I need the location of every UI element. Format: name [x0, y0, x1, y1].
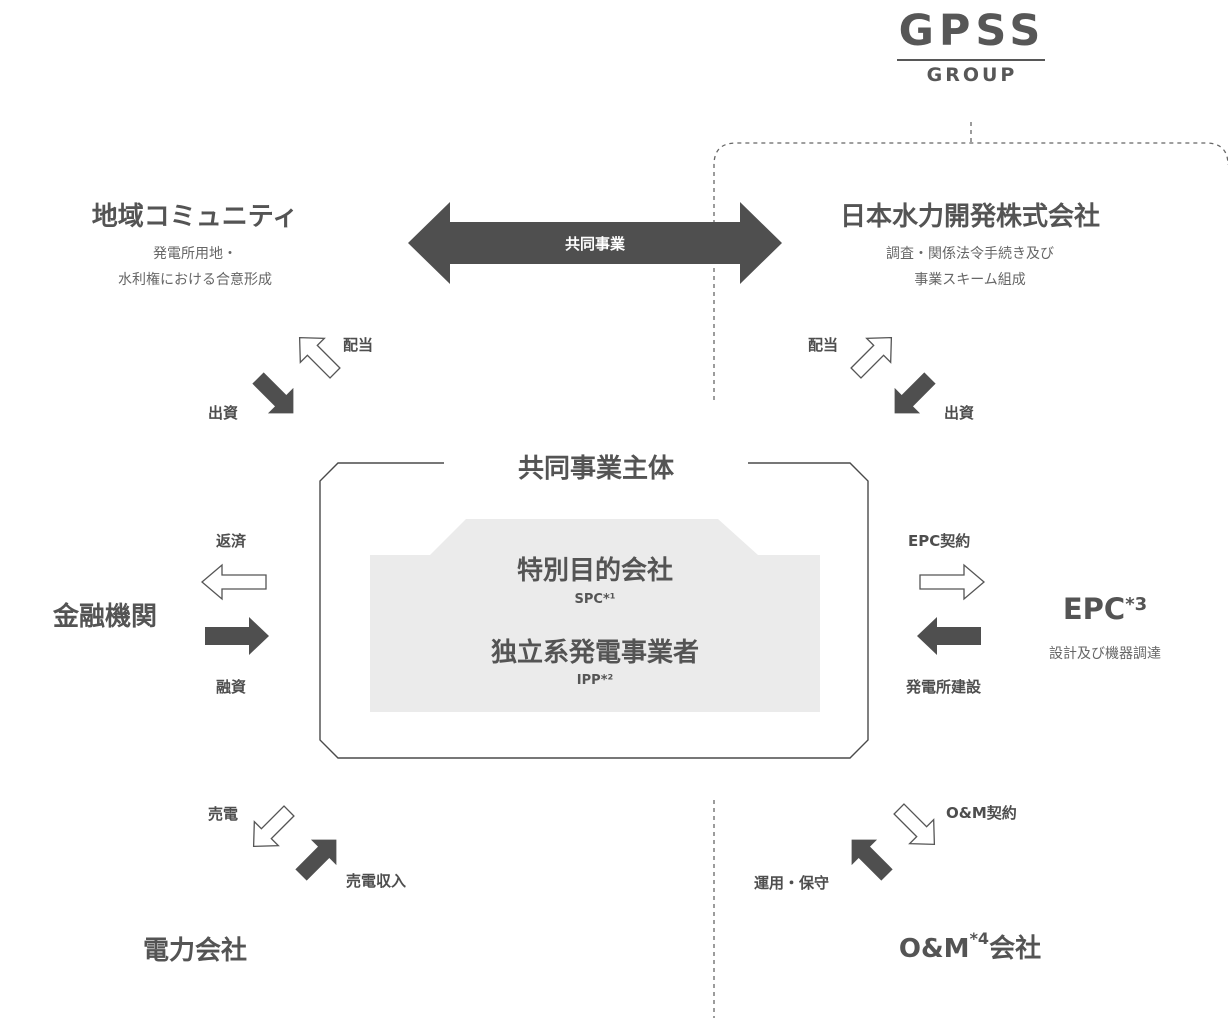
epc-sub: 設計及び機器調達: [1049, 646, 1161, 662]
community-investment-arrow: [252, 372, 294, 414]
community-dividend-label: 配当: [343, 336, 374, 354]
group-frame-top: [713, 142, 1228, 400]
ipp-note: IPP*²: [576, 673, 614, 688]
community-title: 地域コミュニティ: [91, 202, 299, 232]
epc-title-wrap: EPC*3: [1030, 592, 1180, 626]
ipp-title: 独立系発電事業者: [490, 638, 699, 668]
jpower-title: 日本水力開発株式会社: [839, 202, 1100, 232]
jpower-sub1: 調査・関係法令手続き及び: [886, 246, 1054, 262]
epc-build-label: 発電所建設: [906, 678, 982, 696]
power-revenue-label: 売電収入: [346, 872, 407, 890]
spc-note: SPC*¹: [574, 592, 616, 607]
om-suffix: 会社: [989, 934, 1042, 964]
community-sub2: 水利権における合意形成: [118, 272, 272, 288]
logo-sub: GROUP: [926, 64, 1018, 86]
jpower-investment-arrow: [894, 372, 936, 414]
power-company-title: 電力会社: [142, 936, 247, 966]
joint-entity-frame: [319, 462, 869, 759]
finance-loan-arrow: [205, 617, 269, 655]
om-operate-label: 運用・保守: [754, 874, 830, 892]
epc-title: EPC: [1062, 592, 1126, 626]
finance-repay-label: 返済: [216, 532, 247, 550]
spc-title: 特別目的会社: [516, 556, 673, 586]
logo-main: GPSS: [898, 6, 1046, 56]
spc-box: [370, 519, 820, 712]
om-operate-arrow: [851, 839, 893, 881]
jpower-investment-label: 出資: [944, 404, 975, 422]
power-sell-label: 売電: [208, 805, 239, 823]
jpower-dividend-arrow: [850, 336, 893, 379]
power-sell-arrow: [252, 805, 295, 848]
om-title-wrap: O&M*4会社: [850, 928, 1090, 965]
epc-contract-label: EPC契約: [908, 532, 971, 550]
joint-business-arrow: [408, 202, 782, 284]
finance-repay-arrow: [200, 563, 267, 601]
finance-title: 金融機関: [52, 602, 157, 632]
om-title: O&M: [898, 934, 970, 964]
om-contract-arrow: [893, 803, 936, 846]
power-revenue-arrow: [295, 839, 337, 881]
community-sub1: 発電所用地・: [153, 246, 237, 262]
joint-entity-title: 共同事業主体: [517, 454, 674, 484]
joint-business-label: 共同事業: [564, 235, 625, 253]
epc-contract-arrow: [919, 563, 986, 601]
jpower-dividend-label: 配当: [808, 336, 839, 354]
epc-build-arrow: [917, 617, 981, 655]
community-dividend-arrow: [298, 336, 341, 379]
community-investment-label: 出資: [208, 404, 239, 422]
om-note: *4: [969, 929, 990, 948]
jpower-sub2: 事業スキーム組成: [914, 272, 1026, 288]
epc-note: *3: [1125, 594, 1148, 615]
om-contract-label: O&M契約: [946, 804, 1017, 822]
finance-loan-label: 融資: [216, 678, 247, 696]
